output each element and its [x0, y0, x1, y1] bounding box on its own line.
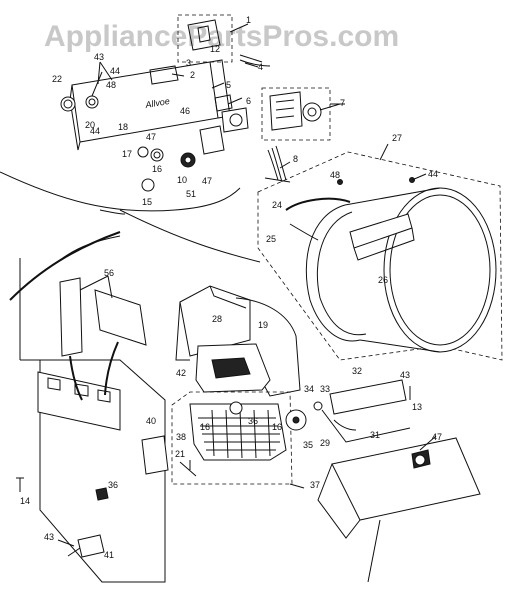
label-part-35: 35	[303, 440, 313, 450]
front-bulkhead	[175, 285, 301, 397]
label-part-12: 12	[210, 44, 220, 54]
label-part-19: 19	[258, 320, 268, 330]
label-part-1: 1	[246, 15, 251, 25]
drum-assembly	[257, 151, 503, 361]
label-part-47: 48	[330, 170, 340, 180]
label-part-18: 18	[118, 122, 128, 132]
label-part-24: 24	[272, 200, 282, 210]
label-part-3: 3	[186, 58, 191, 68]
lint-filter-assembly	[171, 391, 293, 485]
label-part-14: 14	[20, 496, 30, 506]
label-part-27: 27	[392, 133, 402, 143]
label-part-42: 43	[94, 52, 104, 62]
label-part-28: 28	[212, 314, 222, 324]
label-part-25: 25	[266, 234, 276, 244]
control-panel-assembly: Allvoe	[60, 14, 271, 192]
label-part-15: 15	[142, 197, 152, 207]
label-part-46: 47	[202, 176, 212, 186]
label-part-8: 8	[293, 154, 298, 164]
label-part-48b: 48	[106, 80, 116, 90]
front-cabinet-panel	[9, 231, 169, 583]
label-part-4: 4	[258, 62, 263, 72]
label-part-48: 51	[186, 189, 196, 199]
label-part-44-top: 44	[110, 66, 120, 76]
label-part-47b: 47	[146, 132, 156, 142]
wire-harness	[264, 145, 291, 183]
label-part-40: 41	[104, 550, 114, 560]
label-part-26: 26	[378, 275, 388, 285]
label-part-43b: 43	[400, 370, 410, 380]
panel-brand-text: Allvoe	[144, 96, 171, 110]
label-part-41: 42	[176, 368, 186, 378]
label-part-16b: 16	[200, 422, 210, 432]
label-part-47c: 47	[432, 432, 442, 442]
idler-pulley-assembly	[285, 379, 411, 443]
label-part-7: 7	[340, 98, 345, 108]
label-part-36: 36	[248, 416, 258, 426]
part-labels: 1 2 3 4 5 6 7 8 10 12 13 14 15 16 17 18 …	[20, 15, 442, 560]
label-part-17: 17	[122, 149, 132, 159]
label-part-43: 44	[428, 169, 438, 179]
label-part-20: 20	[85, 120, 95, 130]
label-part-38: 38	[176, 432, 186, 442]
label-part-10: 10	[177, 175, 187, 185]
label-part-22: 22	[52, 74, 62, 84]
label-part-16: 16	[152, 164, 162, 174]
label-part-16c: 16	[272, 422, 282, 432]
label-part-33: 33	[320, 384, 330, 394]
label-part-2: 2	[190, 70, 195, 80]
cabinet-top-outline	[0, 171, 261, 263]
terminal-block-assembly	[261, 87, 345, 141]
label-part-44: 46	[180, 106, 190, 116]
label-part-5: 5	[226, 80, 231, 90]
label-part-13: 13	[412, 402, 422, 412]
label-part-31: 31	[370, 430, 380, 440]
label-part-29: 29	[320, 438, 330, 448]
label-part-43c: 43	[44, 532, 54, 542]
label-part-34: 34	[304, 384, 314, 394]
label-part-44b: 44	[90, 126, 100, 136]
label-part-32: 32	[352, 366, 362, 376]
label-part-6: 6	[246, 96, 251, 106]
leader-lines	[57, 23, 437, 583]
label-part-37: 37	[310, 480, 320, 490]
label-part-51: 56	[104, 268, 114, 278]
watermark-text: AppliancePartsPros.com	[44, 20, 399, 53]
label-part-36b: 36	[108, 480, 118, 490]
label-part-21: 21	[175, 449, 185, 459]
base-panel	[317, 437, 481, 539]
label-part-39: 40	[146, 416, 156, 426]
